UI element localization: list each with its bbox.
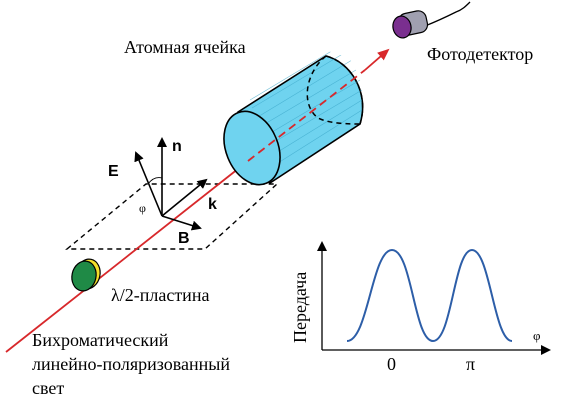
- label-phi-angle: φ: [139, 201, 146, 215]
- laser-beam: [5, 160, 249, 353]
- label-vector-E: E: [108, 163, 119, 180]
- laser-beam-exit: [364, 48, 390, 71]
- laser-beam-in-cell: [247, 69, 366, 162]
- inset-tick-0: 0: [387, 354, 396, 374]
- inset-tick-pi: π: [466, 354, 475, 374]
- label-light-line1: Бихроматический: [32, 330, 169, 350]
- label-vector-k: k: [208, 196, 217, 213]
- phi-angle-arc: [147, 177, 163, 185]
- label-vector-n: n: [172, 138, 182, 155]
- atomic-cell: [223, 48, 364, 186]
- label-atomic-cell: Атомная ячейка: [124, 37, 246, 57]
- vector-diagram: [134, 137, 208, 231]
- vector-B: [161, 215, 202, 231]
- waveplate: [71, 258, 101, 292]
- vector-k: [161, 178, 208, 217]
- transmission-inset: Передача φ 0 π: [290, 241, 551, 374]
- label-light-line3: свет: [32, 378, 64, 398]
- transmission-curve: [346, 248, 513, 343]
- inset-y-label: Передача: [290, 272, 310, 343]
- label-waveplate: λ/2-пластина: [111, 285, 209, 305]
- photodetector: [392, 1, 471, 39]
- inset-x-label: φ: [533, 328, 541, 343]
- vector-E: [134, 151, 163, 217]
- horizontal-plane: [65, 183, 279, 250]
- label-light-line2: линейно-поляризованный: [32, 354, 230, 374]
- label-vector-B: B: [178, 230, 190, 247]
- label-photodetector: Фотодетектор: [427, 44, 533, 64]
